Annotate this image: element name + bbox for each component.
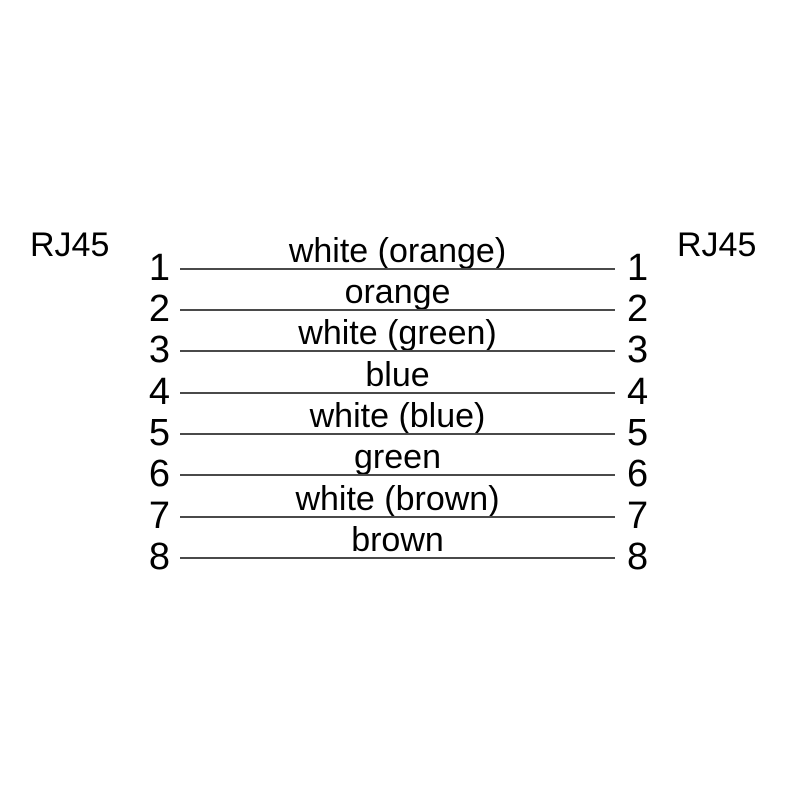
right-pin-number: 4	[627, 371, 649, 413]
wire-color-label: brown	[351, 521, 444, 559]
wire-color-label: white (orange)	[288, 232, 507, 270]
left-pin-number: 2	[148, 288, 170, 330]
wire-color-label: green	[354, 438, 441, 476]
wire-row-8: 8 brown 8	[0, 518, 800, 578]
right-connector-label: RJ45	[677, 226, 757, 264]
wire-row-7: 7 white (brown) 7	[0, 477, 800, 537]
wire-row-5: 5 white (blue) 5	[0, 394, 800, 454]
wire-row-6: 6 green 6	[0, 435, 800, 495]
left-connector-label: RJ45	[30, 226, 110, 264]
wire-color-label: white (green)	[298, 314, 497, 352]
left-pin-number: 7	[148, 495, 170, 537]
left-pin-number: 8	[148, 536, 170, 578]
wire-line	[180, 433, 615, 435]
wire-line	[180, 350, 615, 352]
wire-line	[180, 557, 615, 559]
left-pin-number: 6	[148, 453, 170, 495]
right-pin-number: 8	[627, 536, 649, 578]
right-pin-number: 3	[627, 329, 649, 371]
wire-line	[180, 474, 615, 476]
wire-row-4: 4 blue 4	[0, 353, 800, 413]
left-pin-number: 5	[148, 412, 170, 454]
wire-line	[180, 268, 615, 270]
wire-row-2: 2 orange 2	[0, 270, 800, 330]
wire-color-label: white (brown)	[295, 480, 500, 518]
wire-line	[180, 516, 615, 518]
right-pin-number: 7	[627, 495, 649, 537]
right-pin-number: 6	[627, 453, 649, 495]
wire-line	[180, 309, 615, 311]
right-pin-number: 5	[627, 412, 649, 454]
wire-line	[180, 392, 615, 394]
left-pin-number: 4	[148, 371, 170, 413]
wire-row-1: 1 white (orange) 1	[0, 229, 800, 289]
wire-row-3: 3 white (green) 3	[0, 311, 800, 371]
left-pin-number: 1	[148, 247, 170, 289]
right-pin-number: 2	[627, 288, 649, 330]
wire-color-label: blue	[365, 356, 430, 394]
wire-color-label: white (blue)	[309, 397, 486, 435]
right-pin-number: 1	[627, 247, 649, 289]
left-pin-number: 3	[148, 329, 170, 371]
wire-color-label: orange	[344, 273, 451, 311]
